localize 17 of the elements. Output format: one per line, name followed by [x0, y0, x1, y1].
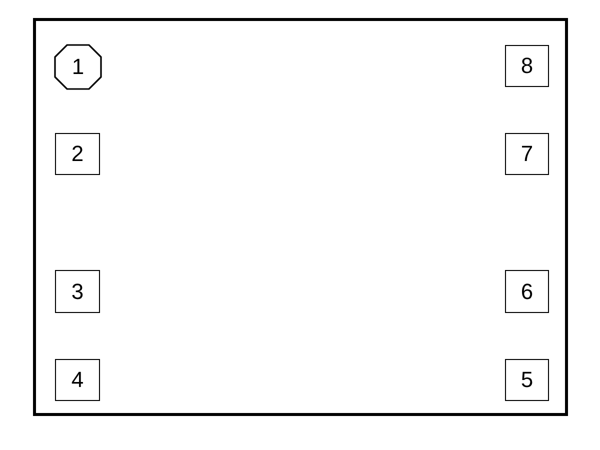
pin-pad	[55, 270, 100, 313]
pin-pad	[505, 270, 549, 313]
pin-number: 4	[71, 367, 84, 393]
pin-number: 2	[71, 141, 84, 167]
package-outline	[33, 18, 568, 416]
pin-number: 3	[71, 278, 84, 304]
pin-pad	[505, 359, 549, 401]
pin-number: 5	[520, 367, 534, 393]
pin-pad	[55, 133, 100, 175]
pin-number: 7	[520, 141, 534, 167]
pin-number: 6	[520, 278, 534, 304]
pin-1-marker	[55, 45, 101, 89]
pin-pad	[505, 45, 549, 87]
pin-number: 1	[72, 54, 84, 80]
pin-pad	[55, 359, 100, 401]
pin-pad	[505, 133, 549, 175]
pin-number: 8	[520, 53, 534, 79]
